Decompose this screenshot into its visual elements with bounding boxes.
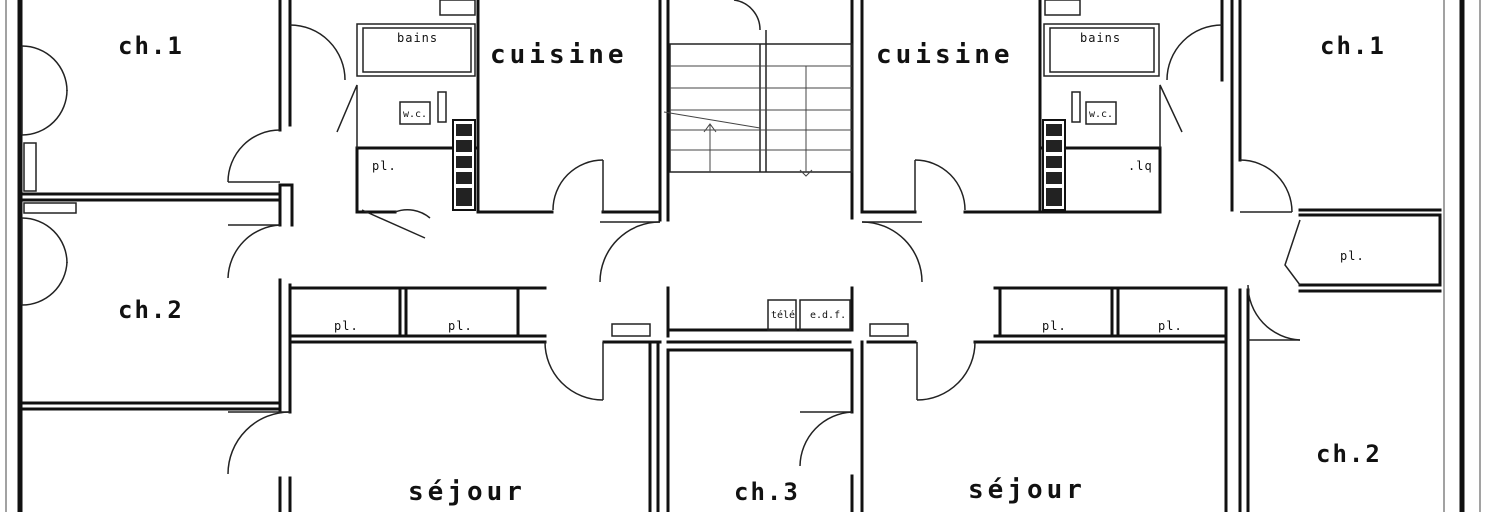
room-label-pl-left-b: pl. (448, 319, 473, 333)
room-label-cuisine-left: cuisine (490, 40, 628, 70)
room-label-pl-right-side: pl. (1340, 249, 1365, 263)
room-label-ch2-left: ch.2 (118, 296, 184, 324)
room-label-bains-right: bains (1080, 31, 1121, 45)
room-label-bains-left: bains (397, 31, 438, 45)
room-label-sejour-left: séjour (408, 477, 526, 507)
room-label-wc-left: w.c. (403, 109, 427, 120)
room-labels: ch.1 ch.2 cuisine bains w.c. pl. pl. pl.… (118, 31, 1386, 507)
room-label-ch2-right: ch.2 (1316, 440, 1382, 468)
door-swings (227, 24, 1301, 475)
room-label-pl-left-cupboard: pl. (372, 159, 397, 173)
room-label-sejour-right: séjour (968, 475, 1086, 505)
room-label-ch1-left: ch.1 (118, 32, 184, 60)
kitchen-appliances (437, 91, 1081, 337)
room-label-ch1-right: ch.1 (1320, 32, 1386, 60)
staircase (663, 0, 853, 177)
room-label-cuisine-right: cuisine (876, 40, 1014, 70)
room-label-wc-right: w.c. (1089, 109, 1113, 120)
walls (5, 0, 1481, 512)
room-label-edf: e.d.f. (810, 310, 846, 321)
room-label-pl-right-a: pl. (1042, 319, 1067, 333)
room-label-pl-left-a: pl. (334, 319, 359, 333)
room-label-pl-right-b: pl. (1158, 319, 1183, 333)
room-label-tele: télé (771, 309, 795, 321)
room-label-ch3: ch.3 (734, 478, 800, 506)
room-label-lq-right: .lq (1128, 159, 1153, 173)
left-closets (21, 45, 77, 306)
